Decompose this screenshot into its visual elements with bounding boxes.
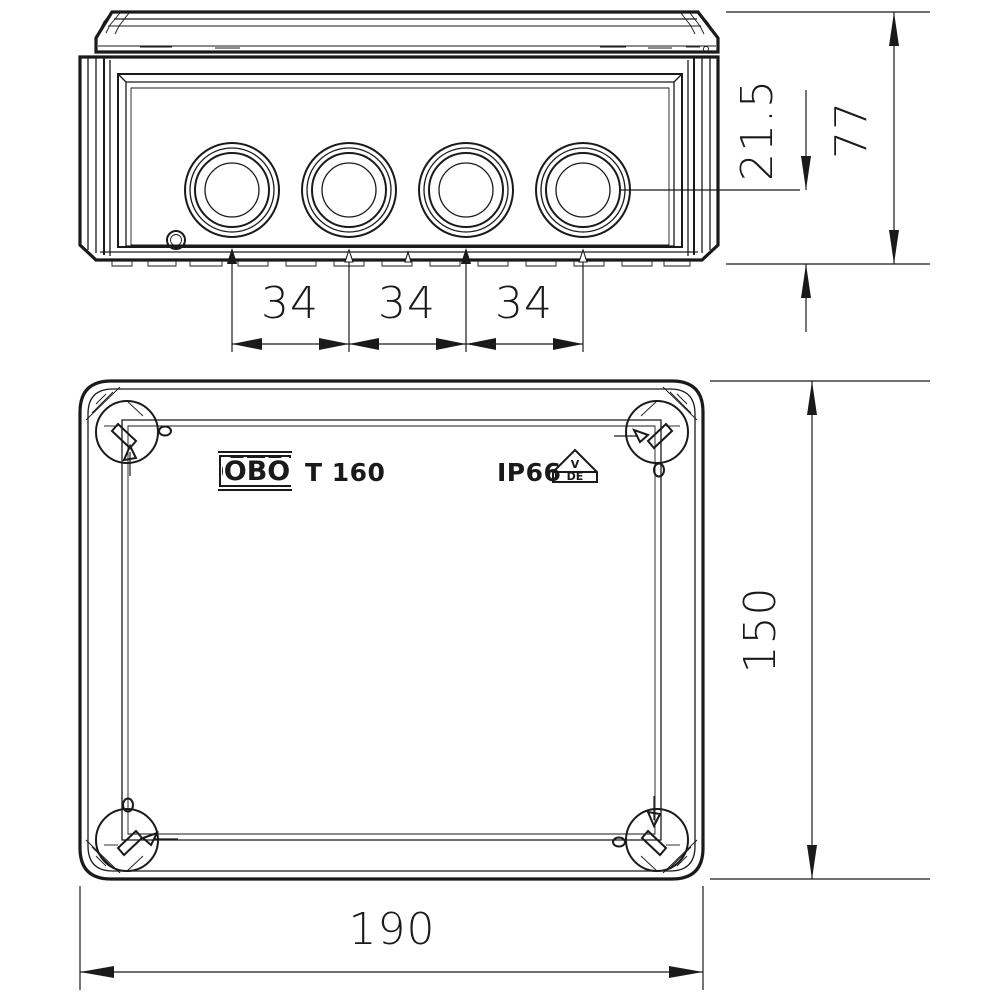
arrow-pitch-2-right bbox=[436, 338, 466, 350]
lid-corner-right-facet bbox=[697, 11, 714, 32]
witness-tick-mid bbox=[404, 250, 412, 263]
lid-assembly bbox=[94, 10, 720, 54]
front-panel-outline bbox=[117, 73, 683, 248]
screw-slot-tl bbox=[110, 422, 138, 450]
dim-label-pitch-3: 34 bbox=[495, 278, 553, 329]
witness-tick-2 bbox=[344, 248, 354, 263]
obo-logo: OBO bbox=[218, 451, 292, 491]
height-dimension-group: 77 21.5 bbox=[726, 11, 930, 332]
dim-label-pitch-2: 34 bbox=[378, 278, 436, 329]
dim-label-depth-150: 150 bbox=[735, 587, 786, 674]
arrow-pitch-1-right bbox=[319, 338, 349, 350]
vde-approval-mark-icon: V DE bbox=[552, 448, 598, 483]
arrow-width-190-right bbox=[669, 966, 703, 978]
pitch-dimension-group: 34 34 34 bbox=[227, 248, 588, 352]
dim-label-height-77: 77 bbox=[826, 101, 877, 159]
body-outline bbox=[78, 55, 720, 262]
arrow-height-215-up bbox=[801, 264, 811, 298]
side-elevation-view bbox=[78, 10, 800, 267]
panel-chamfer-right bbox=[673, 73, 683, 83]
lid-detail-ticks bbox=[140, 46, 700, 49]
vent-hole-tr bbox=[653, 462, 665, 478]
box-body bbox=[78, 55, 720, 267]
corner-screw-top-left bbox=[95, 400, 172, 476]
plan-outer-outline-2 bbox=[87, 388, 696, 872]
corner-screw-bottom-right bbox=[612, 796, 689, 872]
cable-gland-2 bbox=[301, 142, 397, 238]
arrow-height-77-bottom bbox=[889, 230, 899, 264]
arrow-height-215-down bbox=[801, 156, 811, 190]
vent-hole-tl bbox=[158, 425, 172, 437]
screw-slot-br bbox=[640, 829, 668, 857]
arrow-width-190-left bbox=[80, 966, 114, 978]
front-panel-inner-2 bbox=[130, 87, 670, 246]
front-panel-inner bbox=[125, 81, 675, 247]
drain-hole bbox=[166, 230, 186, 250]
type-label: T 160 bbox=[305, 458, 385, 487]
plan-top-view: OBO T 160 IP66 V DE bbox=[78, 379, 705, 881]
arrow-height-77-top bbox=[889, 12, 899, 46]
body-ribs-right bbox=[687, 57, 711, 256]
lid-corner-right-facet-3 bbox=[680, 12, 696, 35]
plan-lid-rectangle-inner bbox=[127, 425, 656, 835]
witness-tick-4 bbox=[578, 248, 588, 263]
vde-mark-bottom-letters: DE bbox=[567, 470, 584, 483]
corner-screw-top-right bbox=[614, 400, 689, 478]
lid-corner-left-facet-3 bbox=[114, 12, 130, 35]
plan-corner-facets bbox=[85, 386, 698, 874]
cable-gland-3 bbox=[418, 142, 514, 238]
plan-lid-rectangle bbox=[121, 419, 662, 841]
lid-corner-right-facet-2 bbox=[689, 12, 705, 35]
plan-outer-outline bbox=[78, 379, 705, 881]
lid-screw-dot bbox=[702, 45, 710, 53]
ip-rating-label: IP66 bbox=[497, 458, 561, 487]
vent-hole-br bbox=[612, 836, 626, 848]
dim-label-height-215: 21.5 bbox=[732, 79, 783, 181]
cable-gland-group bbox=[184, 142, 631, 238]
vent-hole-bl bbox=[122, 797, 134, 813]
arrow-depth-150-top bbox=[807, 381, 817, 415]
vde-house-outline bbox=[552, 448, 598, 483]
vde-mark-top-letter: V bbox=[571, 458, 580, 471]
dim-label-width-190: 190 bbox=[349, 904, 436, 955]
arrow-pitch-1-left bbox=[232, 338, 262, 350]
body-ribs-left bbox=[87, 57, 111, 256]
witness-tick-solid-1 bbox=[227, 248, 237, 264]
cable-gland-1 bbox=[184, 142, 280, 238]
arrow-pitch-3-right bbox=[553, 338, 583, 350]
witness-tick-solid-3 bbox=[461, 248, 471, 264]
dim-label-pitch-1: 34 bbox=[261, 278, 319, 329]
arrow-pitch-3-left bbox=[466, 338, 496, 350]
arrow-pitch-2-left bbox=[349, 338, 379, 350]
corner-screw-bottom-left bbox=[95, 797, 178, 872]
cable-gland-4 bbox=[535, 142, 631, 238]
arrow-depth-150-bottom bbox=[807, 845, 817, 879]
lid-corner-left-facet-2 bbox=[105, 12, 121, 34]
lid-corner-left-facet bbox=[99, 11, 113, 31]
screw-slot-tr bbox=[646, 422, 674, 450]
panel-chamfer-left bbox=[117, 73, 127, 83]
plan-dimension-group: 150 190 bbox=[79, 380, 930, 990]
